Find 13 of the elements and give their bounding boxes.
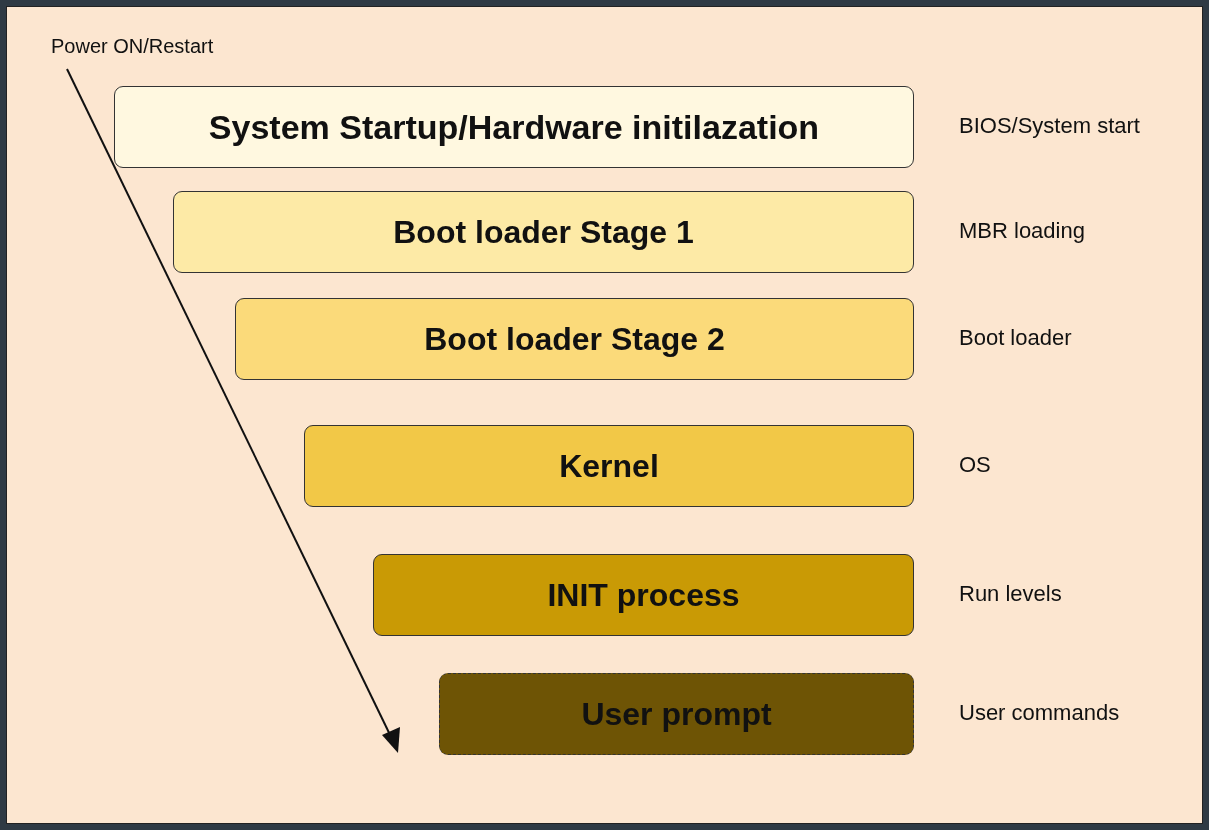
start-label: Power ON/Restart [51,35,214,58]
stage-box: Kernel [304,425,914,507]
stage-box: User prompt [439,673,914,755]
stage-note: OS [959,451,992,479]
stage-box: Boot loader Stage 2 [235,298,914,380]
stage-note: BIOS/System start [959,112,1141,140]
stage-box: System Startup/Hardware initilazation [114,86,914,168]
stage-box: INIT process [373,554,914,636]
stage-note: Boot loader [959,324,1073,352]
stage-note: User commands [959,699,1121,727]
stage-box: Boot loader Stage 1 [173,191,914,273]
stage-note: Run levels [959,580,1063,608]
stage-note: MBR loading [959,217,1086,245]
